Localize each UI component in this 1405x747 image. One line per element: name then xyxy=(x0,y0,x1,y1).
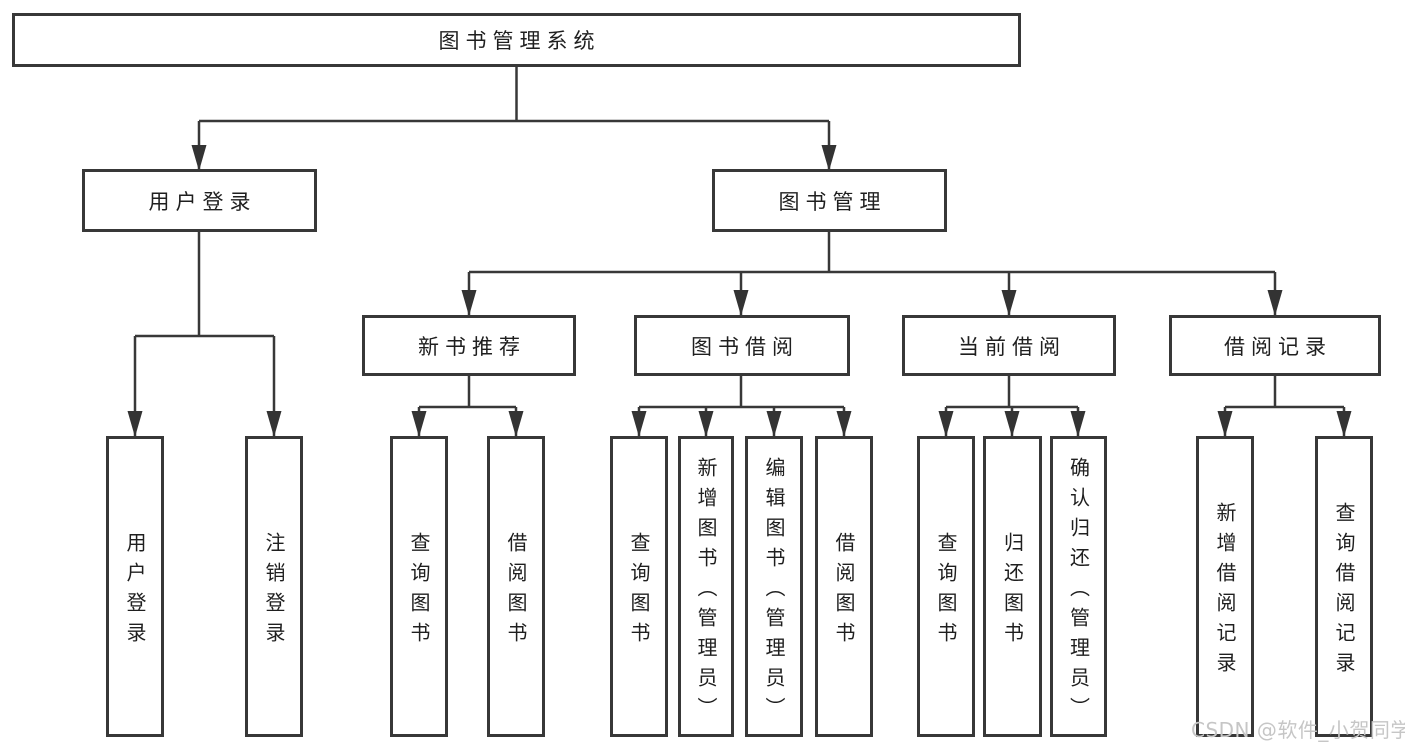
leaf-query-books-1: 查询图书 xyxy=(390,436,448,737)
leaf-borrow-books-2: 借阅图书 xyxy=(815,436,873,737)
node-user-login: 用户登录 xyxy=(82,169,317,232)
node-label: 图书管理系统 xyxy=(438,29,601,53)
leaf-logout: 注销登录 xyxy=(245,436,303,737)
node-book-borrowing: 图书借阅 xyxy=(634,315,850,376)
leaf-user-login: 用户登录 xyxy=(106,436,164,737)
node-label: 归还图书 xyxy=(1000,531,1025,652)
leaf-query-books-3: 查询图书 xyxy=(917,436,975,737)
arrowhead-icons xyxy=(127,145,1352,437)
node-label: 用户登录 xyxy=(148,189,257,214)
node-label: 编辑图书（管理员） xyxy=(762,456,786,727)
node-label: 查询图书 xyxy=(627,531,651,652)
node-label: 图书管理 xyxy=(778,189,887,214)
node-current-borrowing: 当前借阅 xyxy=(902,315,1116,376)
node-label: 查询借阅记录 xyxy=(1332,501,1356,682)
node-label: 借阅记录 xyxy=(1224,334,1332,359)
leaf-return-books: 归还图书 xyxy=(983,436,1042,737)
node-root: 图书管理系统 xyxy=(12,13,1021,67)
node-new-book-recommendation: 新书推荐 xyxy=(362,315,576,376)
node-borrowing-records: 借阅记录 xyxy=(1169,315,1381,376)
node-label: 借阅图书 xyxy=(504,531,528,652)
leaf-add-books-admin: 新增图书（管理员） xyxy=(678,436,734,737)
node-label: 查询图书 xyxy=(934,531,958,652)
node-label: 确认归还（管理员） xyxy=(1066,456,1091,727)
node-label: 新书推荐 xyxy=(418,334,526,359)
leaf-borrow-books-1: 借阅图书 xyxy=(487,436,545,737)
leaf-add-borrow-record: 新增借阅记录 xyxy=(1196,436,1254,737)
node-label: 借阅图书 xyxy=(832,531,856,652)
leaf-query-books-2: 查询图书 xyxy=(610,436,668,737)
leaf-confirm-return-admin: 确认归还（管理员） xyxy=(1050,436,1107,737)
node-label: 查询图书 xyxy=(407,531,431,652)
csdn-watermark: CSDN @软件_小贺同学 xyxy=(1191,718,1405,742)
node-label: 图书借阅 xyxy=(691,334,799,359)
leaf-edit-books-admin: 编辑图书（管理员） xyxy=(745,436,803,737)
node-label: 新增图书（管理员） xyxy=(694,456,718,727)
node-label: 当前借阅 xyxy=(958,334,1066,359)
node-label: 新增借阅记录 xyxy=(1213,501,1237,682)
node-book-management: 图书管理 xyxy=(712,169,947,232)
leaf-query-borrow-record: 查询借阅记录 xyxy=(1315,436,1373,737)
node-label: 用户登录 xyxy=(123,531,147,652)
node-label: 注销登录 xyxy=(262,531,286,652)
